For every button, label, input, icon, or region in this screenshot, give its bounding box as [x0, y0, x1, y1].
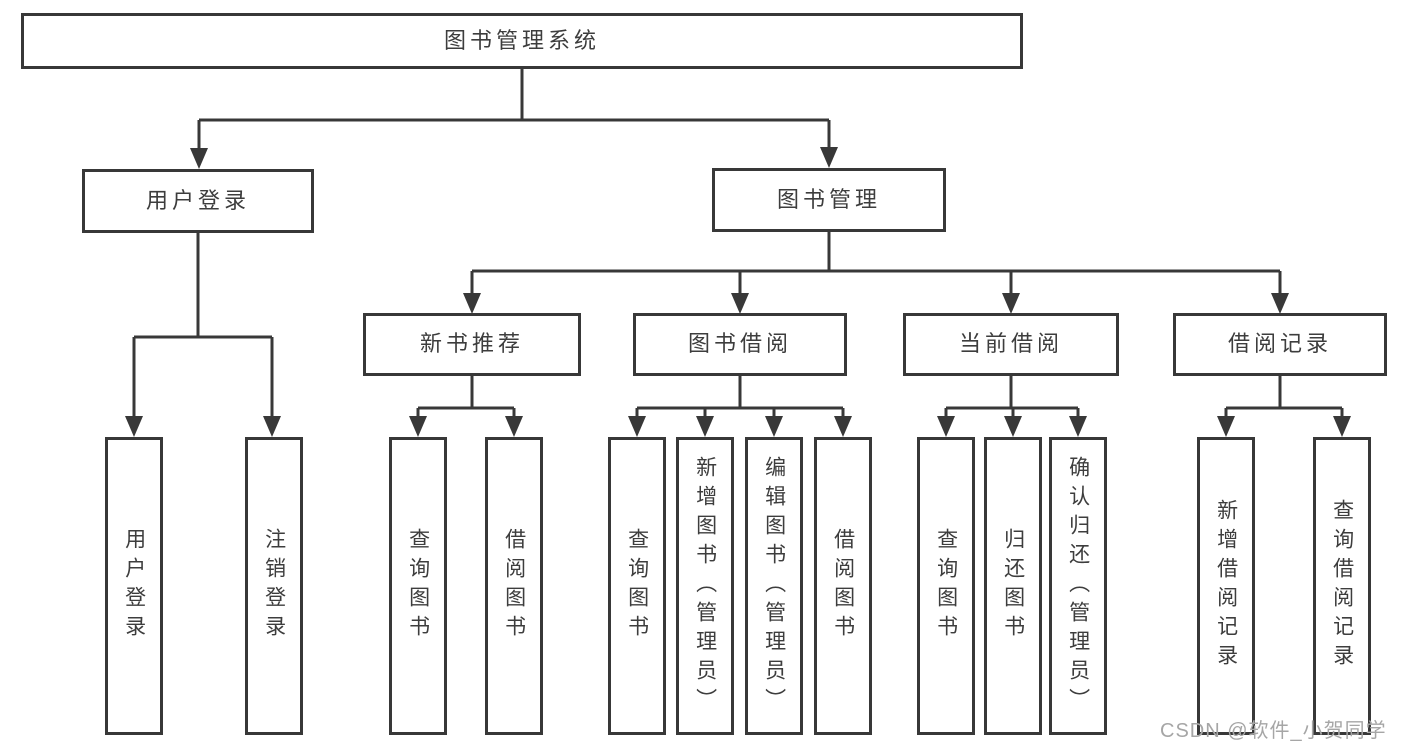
node-label: 借阅记录: [1227, 331, 1332, 357]
connector-records-group: [1224, 376, 1344, 424]
leaf-label: 用户登录: [122, 528, 146, 644]
leaf-query-books-recommend: 查询图书: [389, 437, 447, 735]
watermark-text: CSDN @软件_小贺同学: [1160, 720, 1387, 742]
leaf-confirm-return-admin: 确认归还（管理员）: [1049, 437, 1107, 735]
connector-current-group: [944, 376, 1080, 424]
leaf-label: 归还图书: [1001, 528, 1025, 644]
node-label: 图书管理系统: [443, 27, 600, 53]
leaf-label: 借阅图书: [502, 528, 526, 644]
leaf-add-borrow-record: 新增借阅记录: [1197, 437, 1255, 735]
leaf-label: 查询图书: [406, 528, 430, 644]
leaf-add-book-admin: 新增图书（管理员）: [676, 437, 734, 735]
node-borrow-records: 借阅记录: [1173, 313, 1387, 376]
leaf-label: 注销登录: [262, 528, 286, 644]
node-label: 图书管理: [776, 186, 881, 212]
leaf-query-books-borrow: 查询图书: [608, 437, 666, 735]
connector-root: [197, 69, 831, 156]
node-book-management: 图书管理: [712, 168, 946, 232]
node-label: 新书推荐: [419, 331, 524, 357]
leaf-label: 确认归还（管理员）: [1066, 455, 1090, 717]
connector-login-group: [132, 233, 274, 424]
leaf-label: 查询图书: [625, 528, 649, 644]
connector-book-mgmt: [470, 232, 1282, 300]
leaf-query-borrow-record: 查询借阅记录: [1313, 437, 1371, 735]
leaf-borrow-books: 借阅图书: [814, 437, 872, 735]
node-book-borrow: 图书借阅: [633, 313, 847, 376]
node-label: 用户登录: [145, 187, 250, 213]
leaf-edit-book-admin: 编辑图书（管理员）: [745, 437, 803, 735]
connector-recommend-group: [416, 376, 516, 424]
leaf-user-login: 用户登录: [105, 437, 163, 735]
leaf-label: 借阅图书: [831, 528, 855, 644]
node-new-book-recommend: 新书推荐: [363, 313, 581, 376]
leaf-logout: 注销登录: [245, 437, 303, 735]
leaf-label: 查询借阅记录: [1330, 499, 1354, 673]
node-current-borrow: 当前借阅: [903, 313, 1119, 376]
node-user-login: 用户登录: [82, 169, 314, 233]
node-label: 当前借阅: [958, 331, 1063, 357]
node-library-management-system: 图书管理系统: [21, 13, 1023, 69]
connector-borrow-group: [635, 376, 845, 424]
leaf-label: 新增借阅记录: [1214, 499, 1238, 673]
leaf-query-books-current: 查询图书: [917, 437, 975, 735]
leaf-label: 编辑图书（管理员）: [762, 455, 786, 717]
leaf-return-book: 归还图书: [984, 437, 1042, 735]
node-label: 图书借阅: [687, 331, 792, 357]
leaf-borrow-books-recommend: 借阅图书: [485, 437, 543, 735]
leaf-label: 查询图书: [934, 528, 958, 644]
leaf-label: 新增图书（管理员）: [693, 455, 717, 717]
